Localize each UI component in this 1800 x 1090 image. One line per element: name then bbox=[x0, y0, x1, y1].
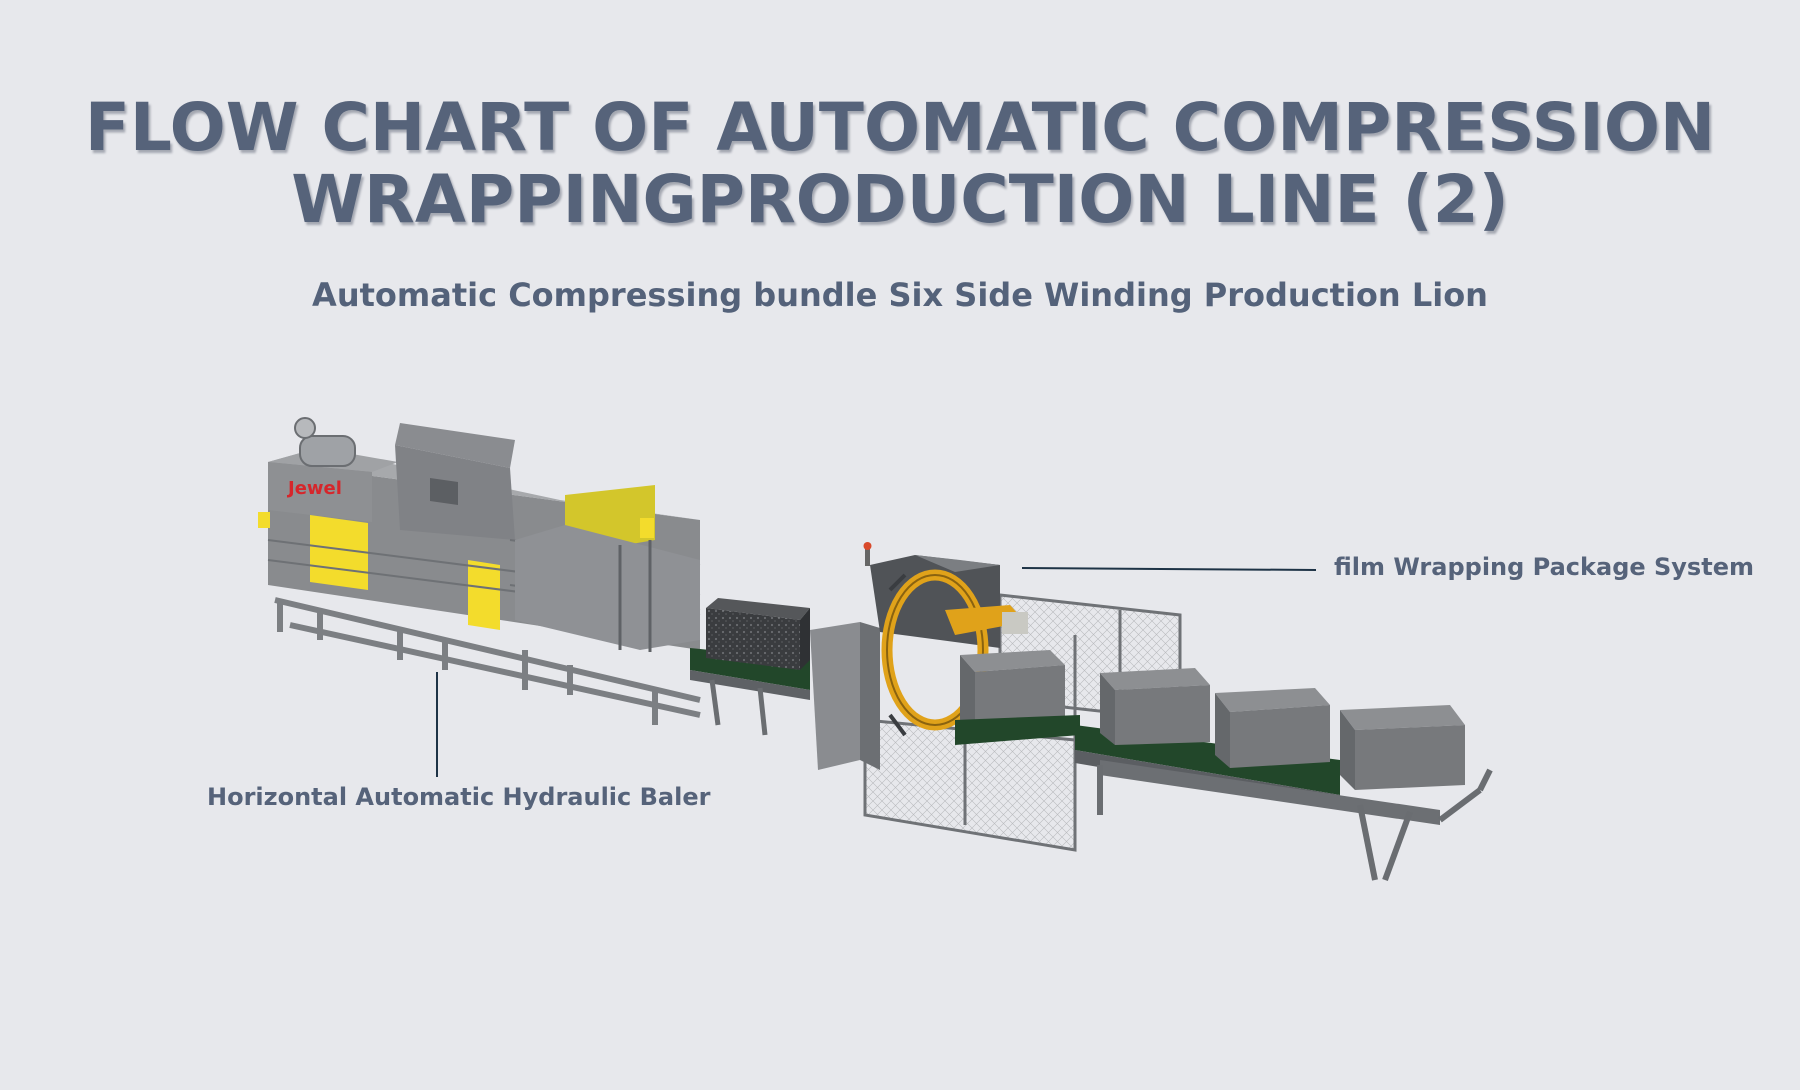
hydraulic-baler: Jewel bbox=[258, 417, 701, 725]
baler-label: Horizontal Automatic Hydraulic Baler bbox=[207, 783, 711, 811]
baler-logo: Jewel bbox=[286, 478, 342, 499]
wrapping-leader-line bbox=[1021, 567, 1317, 571]
diagram-title-line-2: WRAPPINGPRODUCTION LINE (2) bbox=[291, 161, 1509, 238]
diagram-subtitle: Automatic Compressing bundle Six Side Wi… bbox=[312, 276, 1488, 314]
diagram-title-line-1: FLOW CHART OF AUTOMATIC COMPRESSION bbox=[84, 89, 1716, 166]
baler-frame bbox=[274, 597, 701, 725]
wrapped-bale-2 bbox=[1215, 688, 1330, 768]
film-wrapping-machine bbox=[810, 542, 1182, 852]
wrapped-bale-3 bbox=[1340, 705, 1465, 790]
wrapping-system-label: film Wrapping Package System bbox=[1334, 553, 1754, 581]
compressed-bale bbox=[706, 598, 810, 670]
wrapped-bale-1 bbox=[1100, 668, 1210, 745]
diagram-title: FLOW CHART OF AUTOMATIC COMPRESSION WRAP… bbox=[0, 92, 1800, 236]
